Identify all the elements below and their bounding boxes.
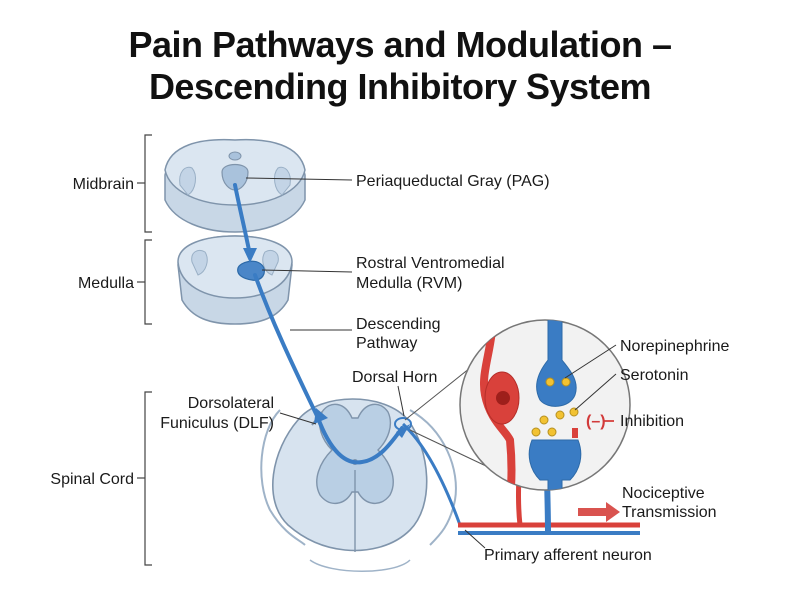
postsynaptic-neuron bbox=[528, 439, 582, 490]
spinal-cord-section bbox=[260, 398, 457, 572]
pag-structure bbox=[221, 163, 249, 191]
synapse-zoom-inset bbox=[459, 319, 631, 491]
dorsal-horn-leader bbox=[397, 385, 405, 417]
afferent-nucleus bbox=[496, 391, 510, 405]
label-nociceptive-line2: Transmission bbox=[622, 504, 717, 521]
label-descending-line2: Pathway bbox=[356, 335, 417, 352]
label-dorsal-horn: Dorsal Horn bbox=[352, 369, 437, 386]
region-label-medulla: Medulla bbox=[78, 275, 134, 292]
primary-afferent-leader bbox=[464, 529, 486, 549]
label-rvm-line2: Medulla (RVM) bbox=[356, 275, 462, 292]
region-label-midbrain: Midbrain bbox=[73, 176, 134, 193]
medulla-bracket bbox=[144, 239, 152, 325]
pag-leader bbox=[245, 177, 353, 181]
label-dlf-line1: Dorsolateral bbox=[188, 395, 274, 412]
rvm-structure bbox=[237, 260, 265, 281]
descending-arrowhead-spinal bbox=[314, 408, 328, 424]
label-primary-afferent: Primary afferent neuron bbox=[484, 547, 652, 564]
label-nociceptive-line1: Nociceptive bbox=[622, 485, 705, 502]
dlf-leader bbox=[279, 412, 317, 425]
label-serotonin: Serotonin bbox=[620, 367, 689, 384]
leader-lines bbox=[245, 177, 617, 549]
label-dlf-line2: Funiculus (DLF) bbox=[160, 415, 274, 432]
rvm-leader bbox=[261, 269, 353, 273]
label-descending-line1: Descending bbox=[356, 316, 441, 333]
neurotransmitter-vesicles bbox=[531, 377, 579, 437]
label-inhibition-sign: (–) bbox=[586, 413, 606, 430]
region-label-spinal-cord: Spinal Cord bbox=[50, 471, 134, 488]
label-rvm-line1: Rostral Ventromedial bbox=[356, 255, 505, 272]
descending-arrowhead-medulla bbox=[243, 248, 257, 263]
midbrain-slice bbox=[164, 138, 306, 233]
midbrain-bracket bbox=[144, 134, 152, 233]
page-title: Pain Pathways and Modulation – Descendin… bbox=[0, 24, 800, 108]
region-brackets bbox=[137, 134, 152, 566]
medulla-slice bbox=[177, 235, 293, 325]
label-pag: Periaqueductal Gray (PAG) bbox=[356, 173, 550, 190]
inhibitory-receptor bbox=[572, 428, 578, 438]
norepinephrine-leader bbox=[564, 344, 617, 379]
label-inhibition: Inhibition bbox=[620, 413, 684, 430]
label-norepinephrine: Norepinephrine bbox=[620, 338, 730, 355]
nociceptive-arrow-icon bbox=[578, 502, 620, 522]
title-line-2: Descending Inhibitory System bbox=[148, 66, 652, 107]
title-line-1: Pain Pathways and Modulation – bbox=[128, 24, 672, 65]
descending-arrowhead-dorsal-horn bbox=[396, 424, 410, 438]
serotonin-leader bbox=[574, 373, 617, 411]
spinal-cord-bracket bbox=[144, 391, 152, 566]
